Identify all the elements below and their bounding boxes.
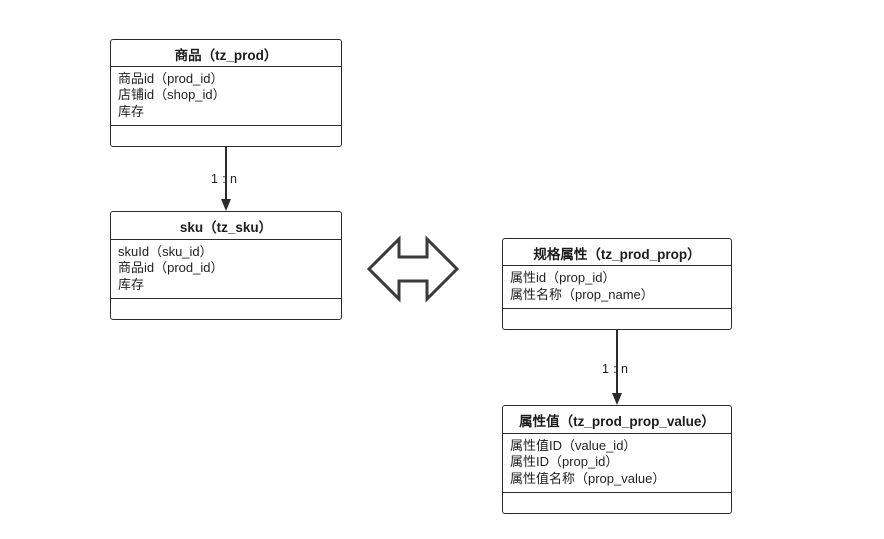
entity-attributes-tz-prod-prop: 属性id（prop_id） 属性名称（prop_name） <box>503 266 731 309</box>
entity-box-tz-sku[interactable]: sku（tz_sku） skuId（sku_id） 商品id（prod_id） … <box>110 211 342 320</box>
entity-footer-tz-prod <box>111 126 341 146</box>
attribute-row: 商品id（prod_id） <box>118 260 224 275</box>
entity-footer-tz-prod-prop <box>503 309 731 329</box>
attribute-row: 属性ID（prop_id） <box>510 454 619 469</box>
entity-box-tz-prod[interactable]: 商品（tz_prod） 商品id（prod_id） 店铺id（shop_id） … <box>110 39 342 147</box>
entity-box-tz-prod-prop[interactable]: 规格属性（tz_prod_prop） 属性id（prop_id） 属性名称（pr… <box>502 238 732 330</box>
attribute-row: 库存 <box>118 103 145 119</box>
attribute-row: 店铺id（shop_id） <box>118 87 226 102</box>
entity-box-tz-prod-prop-value[interactable]: 属性值（tz_prod_prop_value） 属性值ID（value_id） … <box>502 405 732 514</box>
entity-attributes-tz-sku: skuId（sku_id） 商品id（prod_id） 库存 <box>111 240 341 299</box>
attribute-row: skuId（sku_id） <box>118 243 213 259</box>
entity-footer-tz-sku <box>111 299 341 319</box>
entity-footer-tz-prod-prop-value <box>503 493 731 513</box>
entity-header-tz-sku: sku（tz_sku） <box>111 212 341 240</box>
attribute-row: 库存 <box>118 276 145 292</box>
attribute-row: 属性值名称（prop_value） <box>510 470 666 486</box>
entity-header-tz-prod-prop-value: 属性值（tz_prod_prop_value） <box>503 406 731 434</box>
entity-attributes-tz-prod: 商品id（prod_id） 店铺id（shop_id） 库存 <box>111 67 341 126</box>
relation-arrowhead-icon <box>221 199 231 211</box>
attribute-row: 商品id（prod_id） <box>118 70 224 86</box>
entity-header-tz-prod: 商品（tz_prod） <box>111 40 341 67</box>
relation-label-prop-to-prop-value: 1 : n <box>602 362 629 376</box>
entity-attributes-tz-prod-prop-value: 属性值ID（value_id） 属性ID（prop_id） 属性值名称（prop… <box>503 434 731 493</box>
attribute-row: 属性名称（prop_name） <box>510 286 654 302</box>
relation-arrowhead-icon <box>612 393 622 405</box>
entity-header-tz-prod-prop: 规格属性（tz_prod_prop） <box>503 239 731 266</box>
attribute-row: 属性id（prop_id） <box>510 270 616 285</box>
left-right-arrow-icon <box>366 235 460 303</box>
relation-label-prod-to-sku: 1 : n <box>211 172 238 186</box>
attribute-row: 属性值ID（value_id） <box>510 437 637 453</box>
